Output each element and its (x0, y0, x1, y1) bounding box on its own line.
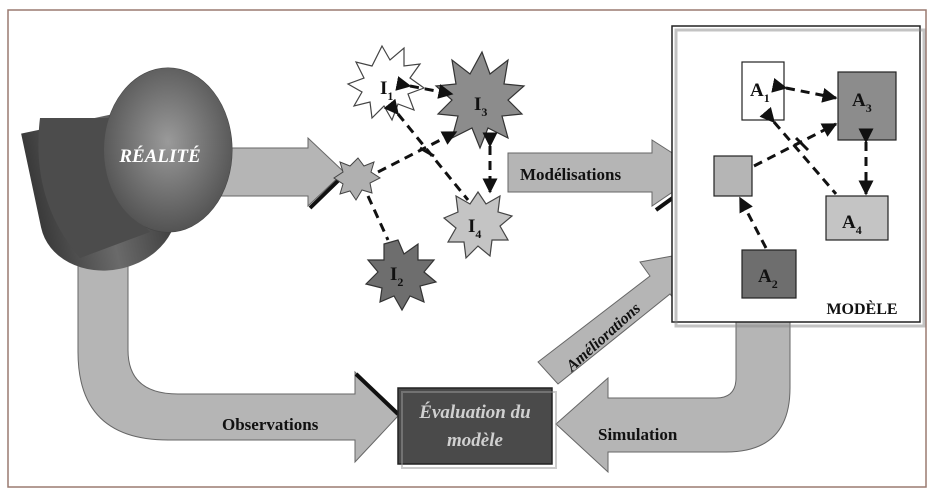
evaluation-box (397, 387, 553, 465)
interaction-i4-label: I4 (468, 216, 481, 241)
realite-to-interactions-arrow (219, 136, 345, 208)
simulation-label: Simulation (598, 425, 678, 444)
modele-label: MODÈLE (826, 299, 897, 318)
link-crossing-tick (419, 146, 435, 158)
evaluation-label-line2: modèle (447, 430, 503, 451)
evaluation-label-line1: Évaluation du (418, 401, 530, 423)
agent-a4-label: A4 (842, 212, 862, 237)
agent-unlabeled-box (713, 155, 753, 197)
realite-cylinder (21, 67, 233, 271)
evaluation-box-shadow (401, 391, 557, 469)
arrow-shadow-line (354, 372, 400, 416)
observations-arrow (77, 249, 399, 464)
link-a2-box (738, 196, 768, 249)
link-small-i2 (366, 195, 390, 241)
realite-label: RÉALITÉ (118, 145, 200, 167)
modelisations-label: Modélisations (520, 165, 621, 184)
agent-a3-label: A3 (852, 90, 872, 115)
link-i1-i3 (395, 76, 454, 99)
link-a1-a4 (759, 106, 838, 195)
simulation-arrow (555, 317, 791, 474)
interaction-i3-label: I3 (474, 94, 487, 119)
link-crossing-tick (794, 136, 810, 152)
interaction-star-i4 (442, 190, 514, 260)
agent-a2-label: A2 (758, 266, 778, 291)
agent-a2-box (741, 249, 797, 299)
interaction-star-i2 (364, 239, 438, 312)
agent-a4-box (825, 195, 889, 241)
interaction-i2-label: I2 (390, 264, 403, 289)
link-a1-a3 (771, 77, 838, 103)
agent-a1-label: A1 (750, 80, 770, 105)
interaction-star-small (333, 157, 381, 201)
interaction-star-i1 (346, 44, 426, 122)
link-i1-i4 (383, 98, 470, 201)
observations-label: Observations (222, 415, 319, 434)
interaction-i1-label: I1 (380, 78, 393, 103)
modele-box-shadow (674, 28, 926, 328)
